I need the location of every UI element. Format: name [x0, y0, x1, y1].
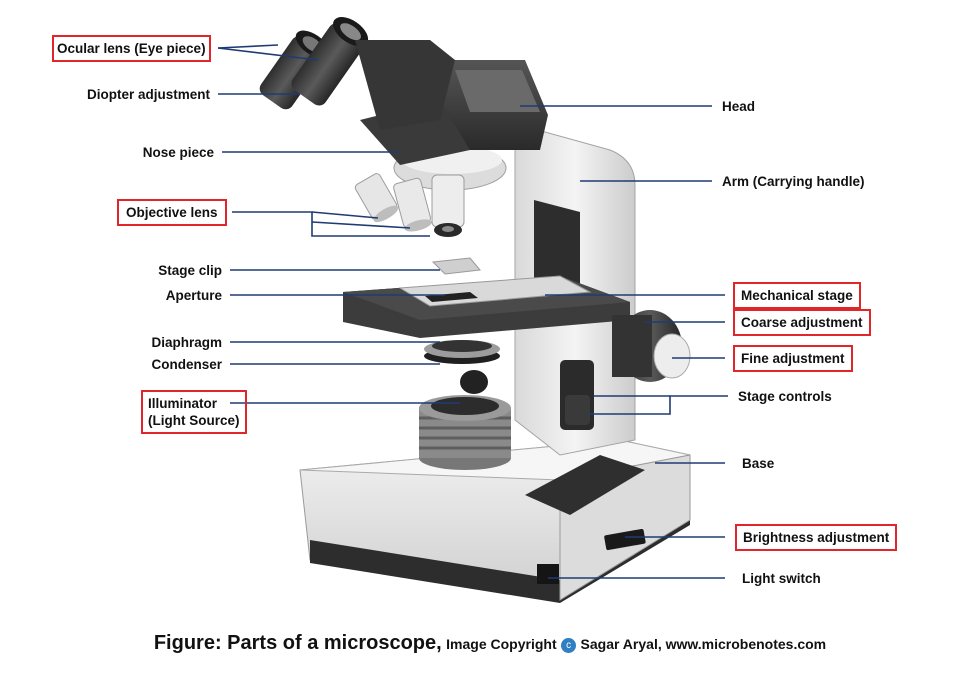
illuminator-shape [419, 395, 511, 470]
light-switch-shape [537, 564, 559, 584]
focus-knobs-shape [560, 310, 691, 430]
leader-objective-2 [311, 211, 379, 219]
label-diaphragm: Diaphragm [151, 335, 222, 350]
label-stage-clip: Stage clip [158, 263, 222, 278]
eyepieces-shape [259, 17, 455, 130]
label-base: Base [742, 456, 775, 471]
label-head: Head [722, 99, 756, 114]
copyright-icon: c [561, 638, 577, 653]
label-arm: Arm (Carrying handle) [722, 174, 865, 189]
label-ocular-lens: Ocular lens (Eye piece) [52, 35, 211, 62]
label-diopter-adjustment: Diopter adjustment [86, 87, 210, 102]
label-fine-adjustment: Fine adjustment [733, 345, 853, 372]
caption-main: Figure: Parts of a microscope, [153, 632, 442, 654]
label-aperture: Aperture [165, 288, 222, 303]
caption-credit-text: Sagar Aryal, www.microbenotes.com [580, 636, 827, 652]
label-stage-controls: Stage controls [738, 389, 832, 404]
label-condenser: Condenser [151, 357, 222, 372]
objective-lenses-shape [354, 173, 465, 237]
leader-objective [232, 211, 430, 237]
condenser-shape [424, 340, 500, 394]
label-illuminator: Illuminator (Light Source) [141, 390, 247, 434]
label-illuminator-line1: Illuminator [148, 396, 218, 411]
label-light-switch: Light switch [742, 571, 821, 586]
label-coarse-adjustment: Coarse adjustment [733, 309, 871, 336]
stage-shape [343, 257, 630, 338]
leader-stage-controls [588, 395, 728, 415]
figure-caption: Figure: Parts of a microscope, Image Cop… [0, 632, 980, 655]
brightness-dial [604, 528, 646, 551]
base-grip [525, 455, 645, 515]
label-objective-lens: Objective lens [117, 199, 227, 226]
leader-ocular-2 [217, 47, 319, 61]
label-mechanical-stage: Mechanical stage [733, 282, 861, 309]
leader-ocular-1 [217, 44, 279, 49]
leader-objective-3 [311, 221, 411, 229]
label-brightness-adjustment: Brightness adjustment [734, 524, 898, 551]
label-nose-piece: Nose piece [142, 145, 214, 160]
caption-credit-prefix: Image Copyright [446, 636, 557, 652]
label-illuminator-line2: (Light Source) [148, 413, 240, 428]
